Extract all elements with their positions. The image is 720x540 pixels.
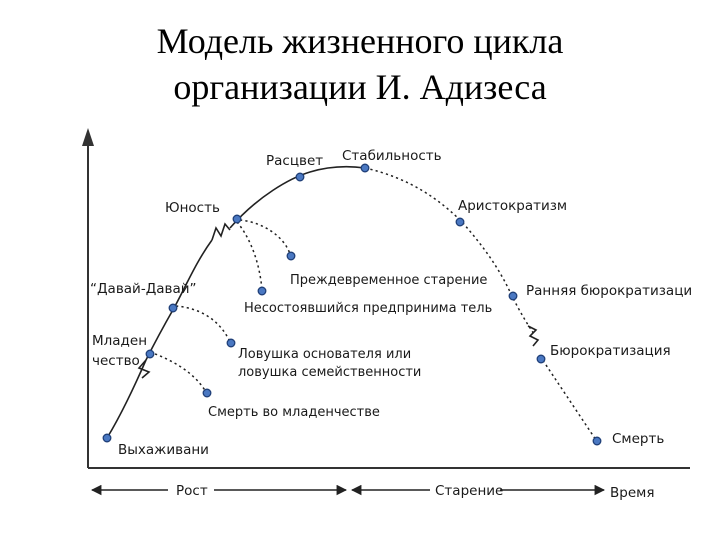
label-stability: Стабильность: [342, 148, 442, 164]
growth-curve: [106, 359, 147, 439]
trap-branch-premature-aging: [239, 219, 291, 255]
point-stability: [360, 163, 370, 173]
label-trap-failed-entrepreneur: Несостоявшийся предпринима тель: [244, 301, 492, 316]
title-line-2: организации И. Адизеса: [173, 67, 547, 107]
point-trap-premature-aging: [286, 251, 296, 261]
label-trap-infant-mortality: Смерть во младенчестве: [208, 405, 380, 420]
bureaucracy-zigzag: [527, 325, 540, 347]
label-prime: Расцвет: [266, 153, 323, 169]
label-trap-founder-line1: Ловушка основателя или: [238, 347, 411, 362]
decline-curve: [364, 167, 535, 335]
label-aging: Старение: [435, 483, 503, 499]
point-early-bureaucracy: [508, 291, 518, 301]
label-survival: Выхаживани: [118, 442, 209, 458]
label-early-bureaucracy: Ранняя бюрократизаци: [526, 283, 692, 299]
label-go-go: “Давай-Давай”: [90, 281, 197, 297]
title-line-1: Модель жизненного цикла: [156, 21, 564, 61]
point-infancy: [145, 349, 155, 359]
label-aristocracy: Аристократизм: [458, 198, 567, 214]
label-youth: Юность: [165, 200, 220, 216]
trap-branch-infant-mortality: [149, 351, 207, 393]
label-trap-premature-aging: Преждевременное старение: [290, 273, 487, 288]
label-bureaucracy: Бюрократизация: [550, 343, 671, 359]
point-trap-infant-mortality: [202, 388, 212, 398]
prime-curve: [229, 166, 366, 229]
decline-curve-2: [539, 355, 597, 441]
youth-zigzag: [211, 222, 231, 241]
label-death: Смерть: [612, 431, 664, 447]
label-growth: Рост: [176, 483, 208, 499]
label-infancy-line2: чество: [92, 353, 140, 369]
point-go-go: [168, 303, 178, 313]
slide-title: Модель жизненного цикла организации И. А…: [0, 18, 720, 110]
point-trap-founder: [226, 338, 236, 348]
point-bureaucracy: [536, 354, 546, 364]
point-aristocracy: [455, 217, 465, 227]
label-time: Время: [610, 485, 654, 501]
point-prime: [295, 172, 305, 182]
point-survival: [102, 433, 112, 443]
point-death: [592, 436, 602, 446]
label-infancy-line1: Младен: [92, 333, 147, 349]
growth-curve-2: [145, 239, 213, 361]
point-trap-failed-entrepreneur: [257, 286, 267, 296]
trap-branch-founder: [175, 305, 231, 343]
y-axis-arrow: [82, 128, 94, 146]
point-youth: [232, 214, 242, 224]
label-trap-founder-line2: ловушка семейственности: [238, 365, 421, 380]
infancy-zigzag: [137, 359, 151, 379]
trap-branch-failed-entrepreneur: [236, 221, 263, 291]
